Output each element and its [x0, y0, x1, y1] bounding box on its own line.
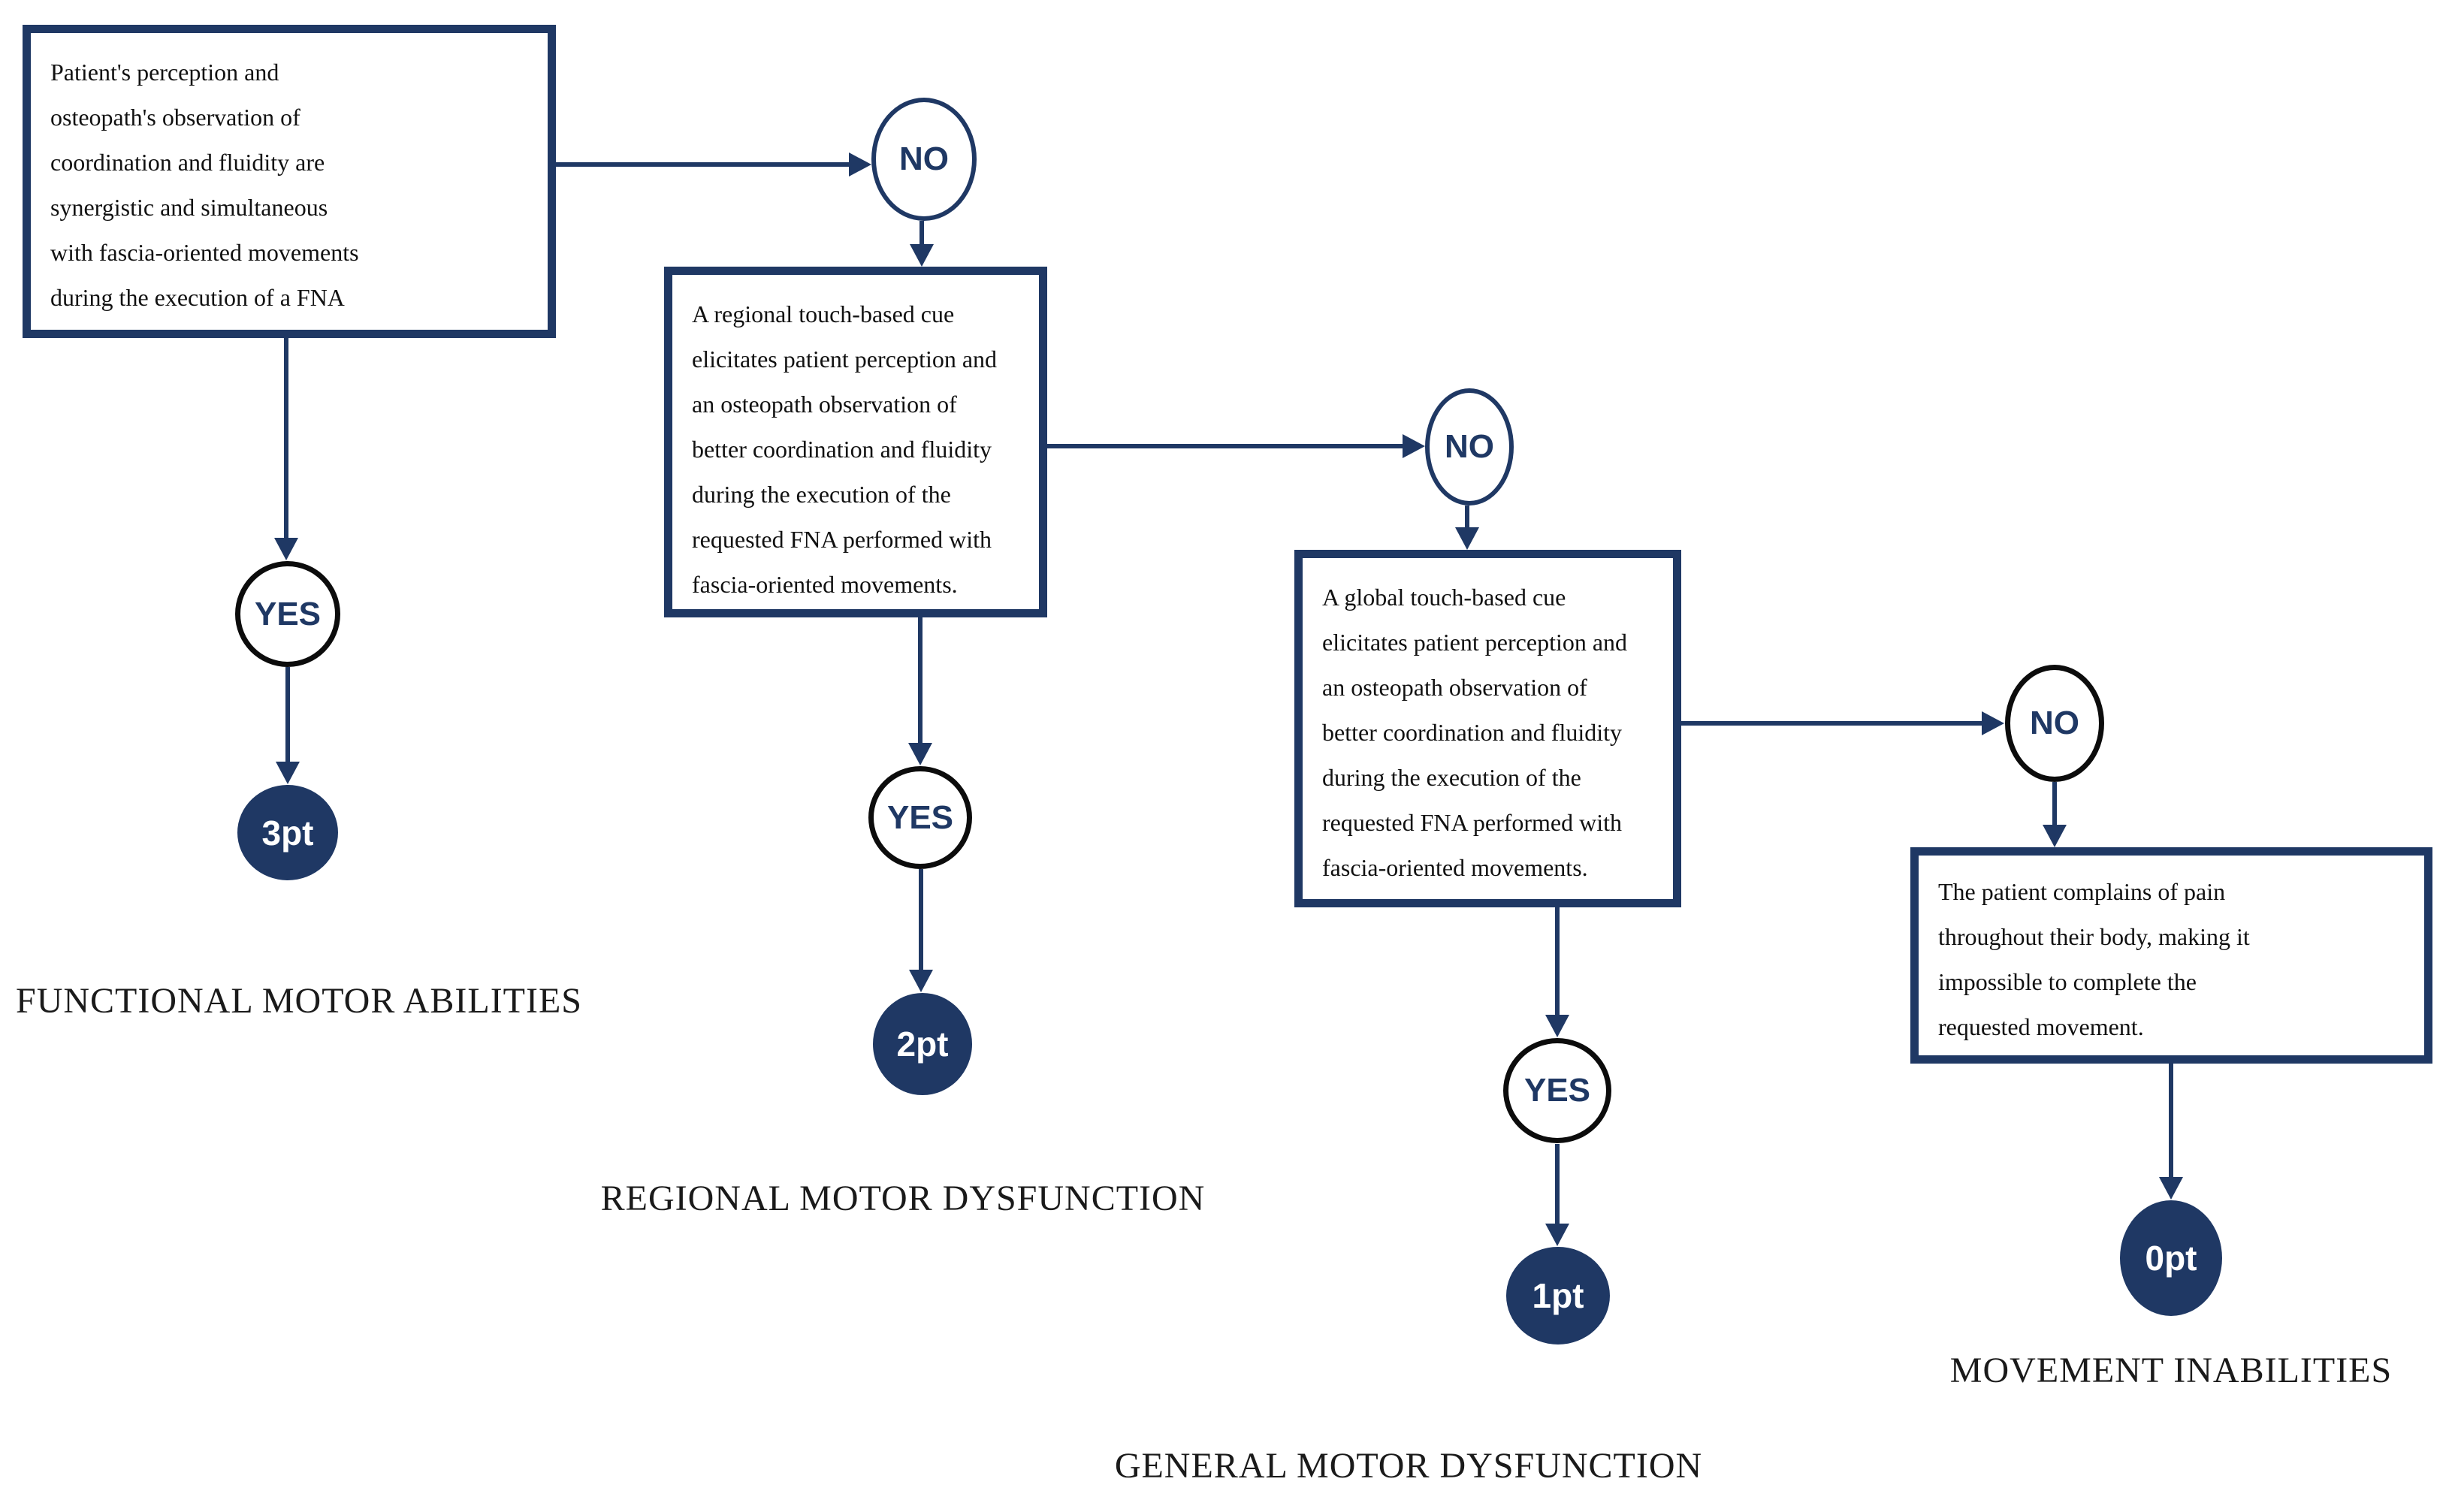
- points-circle-3pt-label: 3pt: [261, 813, 314, 853]
- arrow-yes2-to-2pt-line: [919, 869, 923, 971]
- outcome-label-regional: REGIONAL MOTOR DYSFUNCTION: [600, 1179, 1206, 1218]
- no-circle-2-label: NO: [1445, 428, 1494, 465]
- arrow-box2-to-yes2-head: [908, 743, 932, 765]
- no-circle-1: NO: [871, 98, 977, 221]
- outcome-label-general: GENERAL MOTOR DYSFUNCTION: [1114, 1446, 1703, 1486]
- no-circle-2: NO: [1425, 388, 1514, 506]
- no-circle-1-label: NO: [899, 140, 949, 177]
- arrow-no1-to-box2-line: [919, 221, 924, 246]
- decision-box-3-text: A global touch-based cue elicitates pati…: [1322, 584, 1628, 881]
- arrow-box2-to-no2-head: [1403, 434, 1425, 458]
- arrow-no3-to-box4-line: [2052, 782, 2057, 825]
- arrow-box2-to-yes2-line: [918, 617, 923, 744]
- statement-box-4: The patient complains of pain throughout…: [1910, 847, 2432, 1064]
- arrow-no2-to-box3-head: [1455, 527, 1479, 550]
- arrow-box1-to-no1-head: [849, 152, 871, 177]
- arrow-box1-to-yes1-head: [274, 538, 298, 560]
- arrow-box4-to-0pt-line: [2169, 1064, 2173, 1179]
- yes-circle-3-label: YES: [1523, 1072, 1591, 1109]
- points-circle-2pt-label: 2pt: [896, 1025, 949, 1064]
- points-circle-2pt: 2pt: [873, 993, 972, 1095]
- arrow-box3-to-no3-line: [1681, 721, 1983, 726]
- decision-box-2: A regional touch-based cue elicitates pa…: [664, 267, 1047, 617]
- decision-box-1: Patient's perception and osteopath's obs…: [23, 25, 556, 338]
- outcome-label-movement: MOVEMENT INABILITIES: [1949, 1351, 2393, 1390]
- arrow-no1-to-box2-head: [910, 244, 934, 267]
- arrow-box2-to-no2-line: [1047, 444, 1404, 448]
- arrow-box1-to-yes1-line: [284, 338, 288, 539]
- points-circle-0pt: 0pt: [2120, 1200, 2222, 1316]
- points-circle-1pt: 1pt: [1506, 1247, 1610, 1345]
- arrow-no3-to-box4-head: [2043, 825, 2067, 847]
- arrow-yes2-to-2pt-head: [909, 970, 933, 992]
- arrow-yes1-to-3pt-line: [285, 667, 290, 763]
- arrow-box1-to-no1-line: [556, 162, 850, 167]
- arrow-box3-to-yes3-head: [1545, 1015, 1569, 1037]
- arrow-yes3-to-1pt-head: [1545, 1224, 1569, 1246]
- outcome-label-functional: FUNCTIONAL MOTOR ABILITIES: [16, 981, 582, 1021]
- points-circle-3pt: 3pt: [237, 785, 338, 880]
- statement-box-4-text: The patient complains of pain throughout…: [1938, 878, 2250, 1040]
- no-circle-3-label: NO: [2030, 705, 2079, 741]
- yes-circle-3: YES: [1503, 1038, 1611, 1143]
- arrow-yes3-to-1pt-line: [1555, 1144, 1560, 1225]
- points-circle-0pt-label: 0pt: [2145, 1239, 2197, 1278]
- arrow-yes1-to-3pt-head: [276, 762, 300, 784]
- arrow-box4-to-0pt-head: [2159, 1177, 2183, 1200]
- decision-box-1-text: Patient's perception and osteopath's obs…: [50, 59, 359, 311]
- decision-box-2-text: A regional touch-based cue elicitates pa…: [692, 300, 998, 598]
- arrow-no2-to-box3-line: [1465, 506, 1469, 529]
- yes-circle-1: YES: [235, 561, 340, 667]
- points-circle-1pt-label: 1pt: [1532, 1276, 1584, 1315]
- arrow-box3-to-yes3-line: [1555, 907, 1560, 1016]
- yes-circle-2: YES: [868, 766, 972, 869]
- arrow-box3-to-no3-head: [1982, 711, 2004, 735]
- yes-circle-1-label: YES: [254, 595, 322, 632]
- no-circle-3: NO: [2005, 665, 2104, 782]
- yes-circle-2-label: YES: [886, 798, 954, 836]
- decision-box-3: A global touch-based cue elicitates pati…: [1294, 550, 1681, 907]
